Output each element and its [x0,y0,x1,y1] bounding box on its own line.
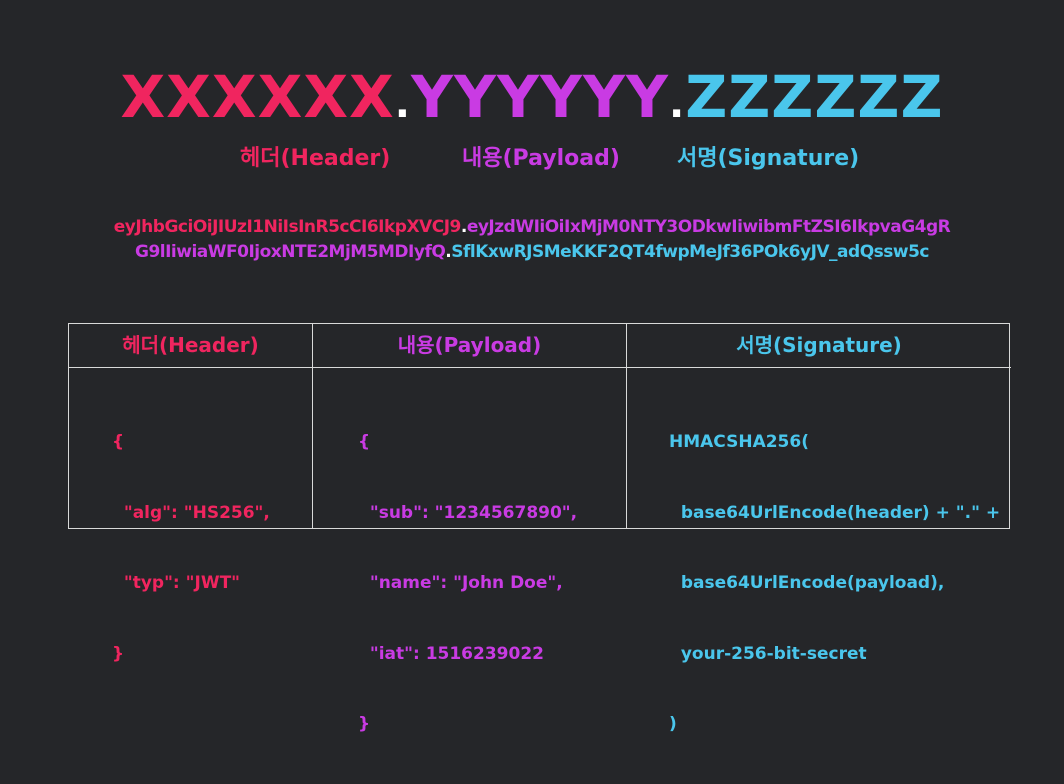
code-line: "typ": "JWT" [112,573,241,593]
code-line: { [112,432,125,452]
header-column-title: 헤더(Header) [69,324,312,368]
jwt-structure-headline: XXXXXX.YYYYYY.ZZZZZZ [0,64,1064,137]
code-line: ) [669,714,677,734]
code-line: } [112,643,125,664]
payload-json: { "sub": "1234567890", "name": "John Doe… [313,368,626,784]
signature-label: 서명(Signature) [677,146,860,171]
code-line: base64UrlEncode(payload), [669,573,945,593]
code-line: "iat": 1516239022 [358,643,544,664]
payload-column-title: 내용(Payload) [313,324,626,368]
header-json: { "alg": "HS256", "typ": "JWT" } [69,368,312,713]
token-payload-segment: G9lIiwiaWF0IjoxNTE2MjM5MDIyfQ [135,242,446,262]
header-column: 헤더(Header) { "alg": "HS256", "typ": "JWT… [69,324,312,664]
payload-placeholder: YYYYYY [410,63,669,131]
header-label: 헤더(Header) [240,146,391,171]
payload-label: 내용(Payload) [462,146,620,171]
payload-column: 내용(Payload) { "sub": "1234567890", "name… [312,324,626,734]
signature-column-title: 서명(Signature) [627,324,1011,368]
token-line: G9lIiwiaWF0IjoxNTE2MjM5MDIyfQ.SflKxwRJSM… [0,240,1064,265]
token-payload-segment: eyJzdWIiOiIxMjM0NTY3ODkwIiwibmFtZSI6Ikpv… [466,217,951,237]
token-dot: . [460,217,467,237]
separator-dot: . [668,81,686,127]
encoded-token: eyJhbGciOiJIUzI1NiIsInR5cCI6IkpXVCJ9.eyJ… [0,215,1064,265]
signature-column: 서명(Signature) HMACSHA256( base64UrlEncod… [626,324,1011,734]
code-line: HMACSHA256( [669,432,809,452]
token-dot: . [445,242,452,262]
signature-placeholder: ZZZZZZ [685,63,944,131]
jwt-parts-table: 헤더(Header) { "alg": "HS256", "typ": "JWT… [68,323,1011,734]
code-line: } [358,714,371,734]
code-line: base64UrlEncode(header) + "." + [669,502,1001,523]
section-labels: 헤더(Header) 내용(Payload) 서명(Signature) [0,140,1064,171]
token-signature-segment: SflKxwRJSMeKKF2QT4fwpMeJf36POk6yJV_adQss… [451,242,929,262]
code-line: "alg": "HS256", [112,502,270,523]
signature-formula: HMACSHA256( base64UrlEncode(header) + ".… [627,368,1011,784]
code-line: { [358,432,371,452]
separator-dot: . [394,81,411,127]
code-line: "sub": "1234567890", [358,502,578,523]
header-placeholder: XXXXXX [120,63,395,131]
token-line: eyJhbGciOiJIUzI1NiIsInR5cCI6IkpXVCJ9.eyJ… [0,215,1064,240]
token-header-segment: eyJhbGciOiJIUzI1NiIsInR5cCI6IkpXVCJ9 [113,217,462,237]
code-line: "name": "John Doe", [358,573,563,593]
code-line: your-256-bit-secret [669,643,867,664]
